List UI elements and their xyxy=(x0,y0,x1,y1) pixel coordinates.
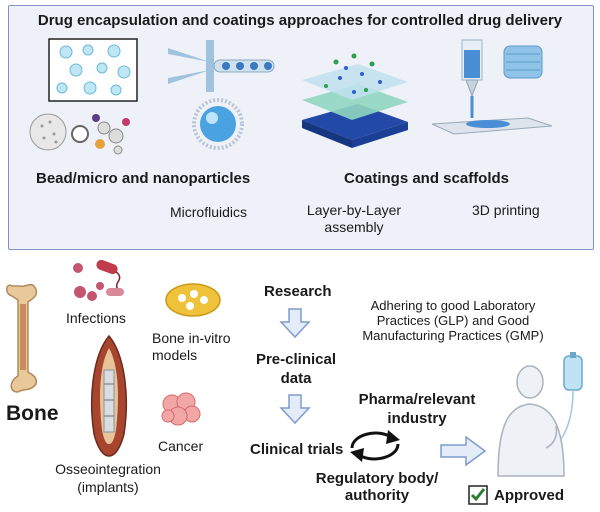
bacteria-icon xyxy=(73,259,124,301)
microfluidic-chip-icon xyxy=(168,40,275,92)
micelle-icon xyxy=(192,98,244,150)
right-arrow-icon xyxy=(440,435,487,467)
regulatory-body-label: Regulatory body/authority xyxy=(315,470,439,504)
nanoparticles-icon xyxy=(29,113,130,155)
approved-label: Approved xyxy=(494,487,565,504)
implant-bone-icon xyxy=(90,334,128,457)
cycle-arrows-icon xyxy=(350,430,400,462)
bone-label: Bone xyxy=(6,402,59,425)
microfluidics-label: Microfluidics xyxy=(170,204,248,220)
particle-suspension-icon xyxy=(48,38,138,102)
cancer-label: Cancer xyxy=(158,438,204,454)
3d-printer-icon xyxy=(431,39,553,135)
cancer-cells-icon xyxy=(161,392,201,426)
research-label: Research xyxy=(264,283,332,300)
infections-label: Infections xyxy=(66,310,126,326)
panel-title: Drug encapsulation and coatings approach… xyxy=(37,12,563,29)
clinical-trials-label: Clinical trials xyxy=(250,441,344,458)
petri-dish-icon xyxy=(165,283,221,317)
layer-by-layer-icon xyxy=(302,53,408,148)
coatings-scaffolds-heading: Coatings and scaffolds xyxy=(344,170,510,187)
bead-particles-heading: Bead/micro and nanoparticles xyxy=(36,170,251,187)
osseointegration-label: Osseointegration(implants) xyxy=(55,461,161,495)
down-arrow-icon xyxy=(279,394,311,425)
femur-bone-icon xyxy=(6,283,38,393)
down-arrow-icon xyxy=(279,308,311,339)
checkbox-checked-icon xyxy=(468,485,488,505)
3d-printing-label: 3D printing xyxy=(472,202,540,218)
patient-iv-icon xyxy=(497,352,583,477)
